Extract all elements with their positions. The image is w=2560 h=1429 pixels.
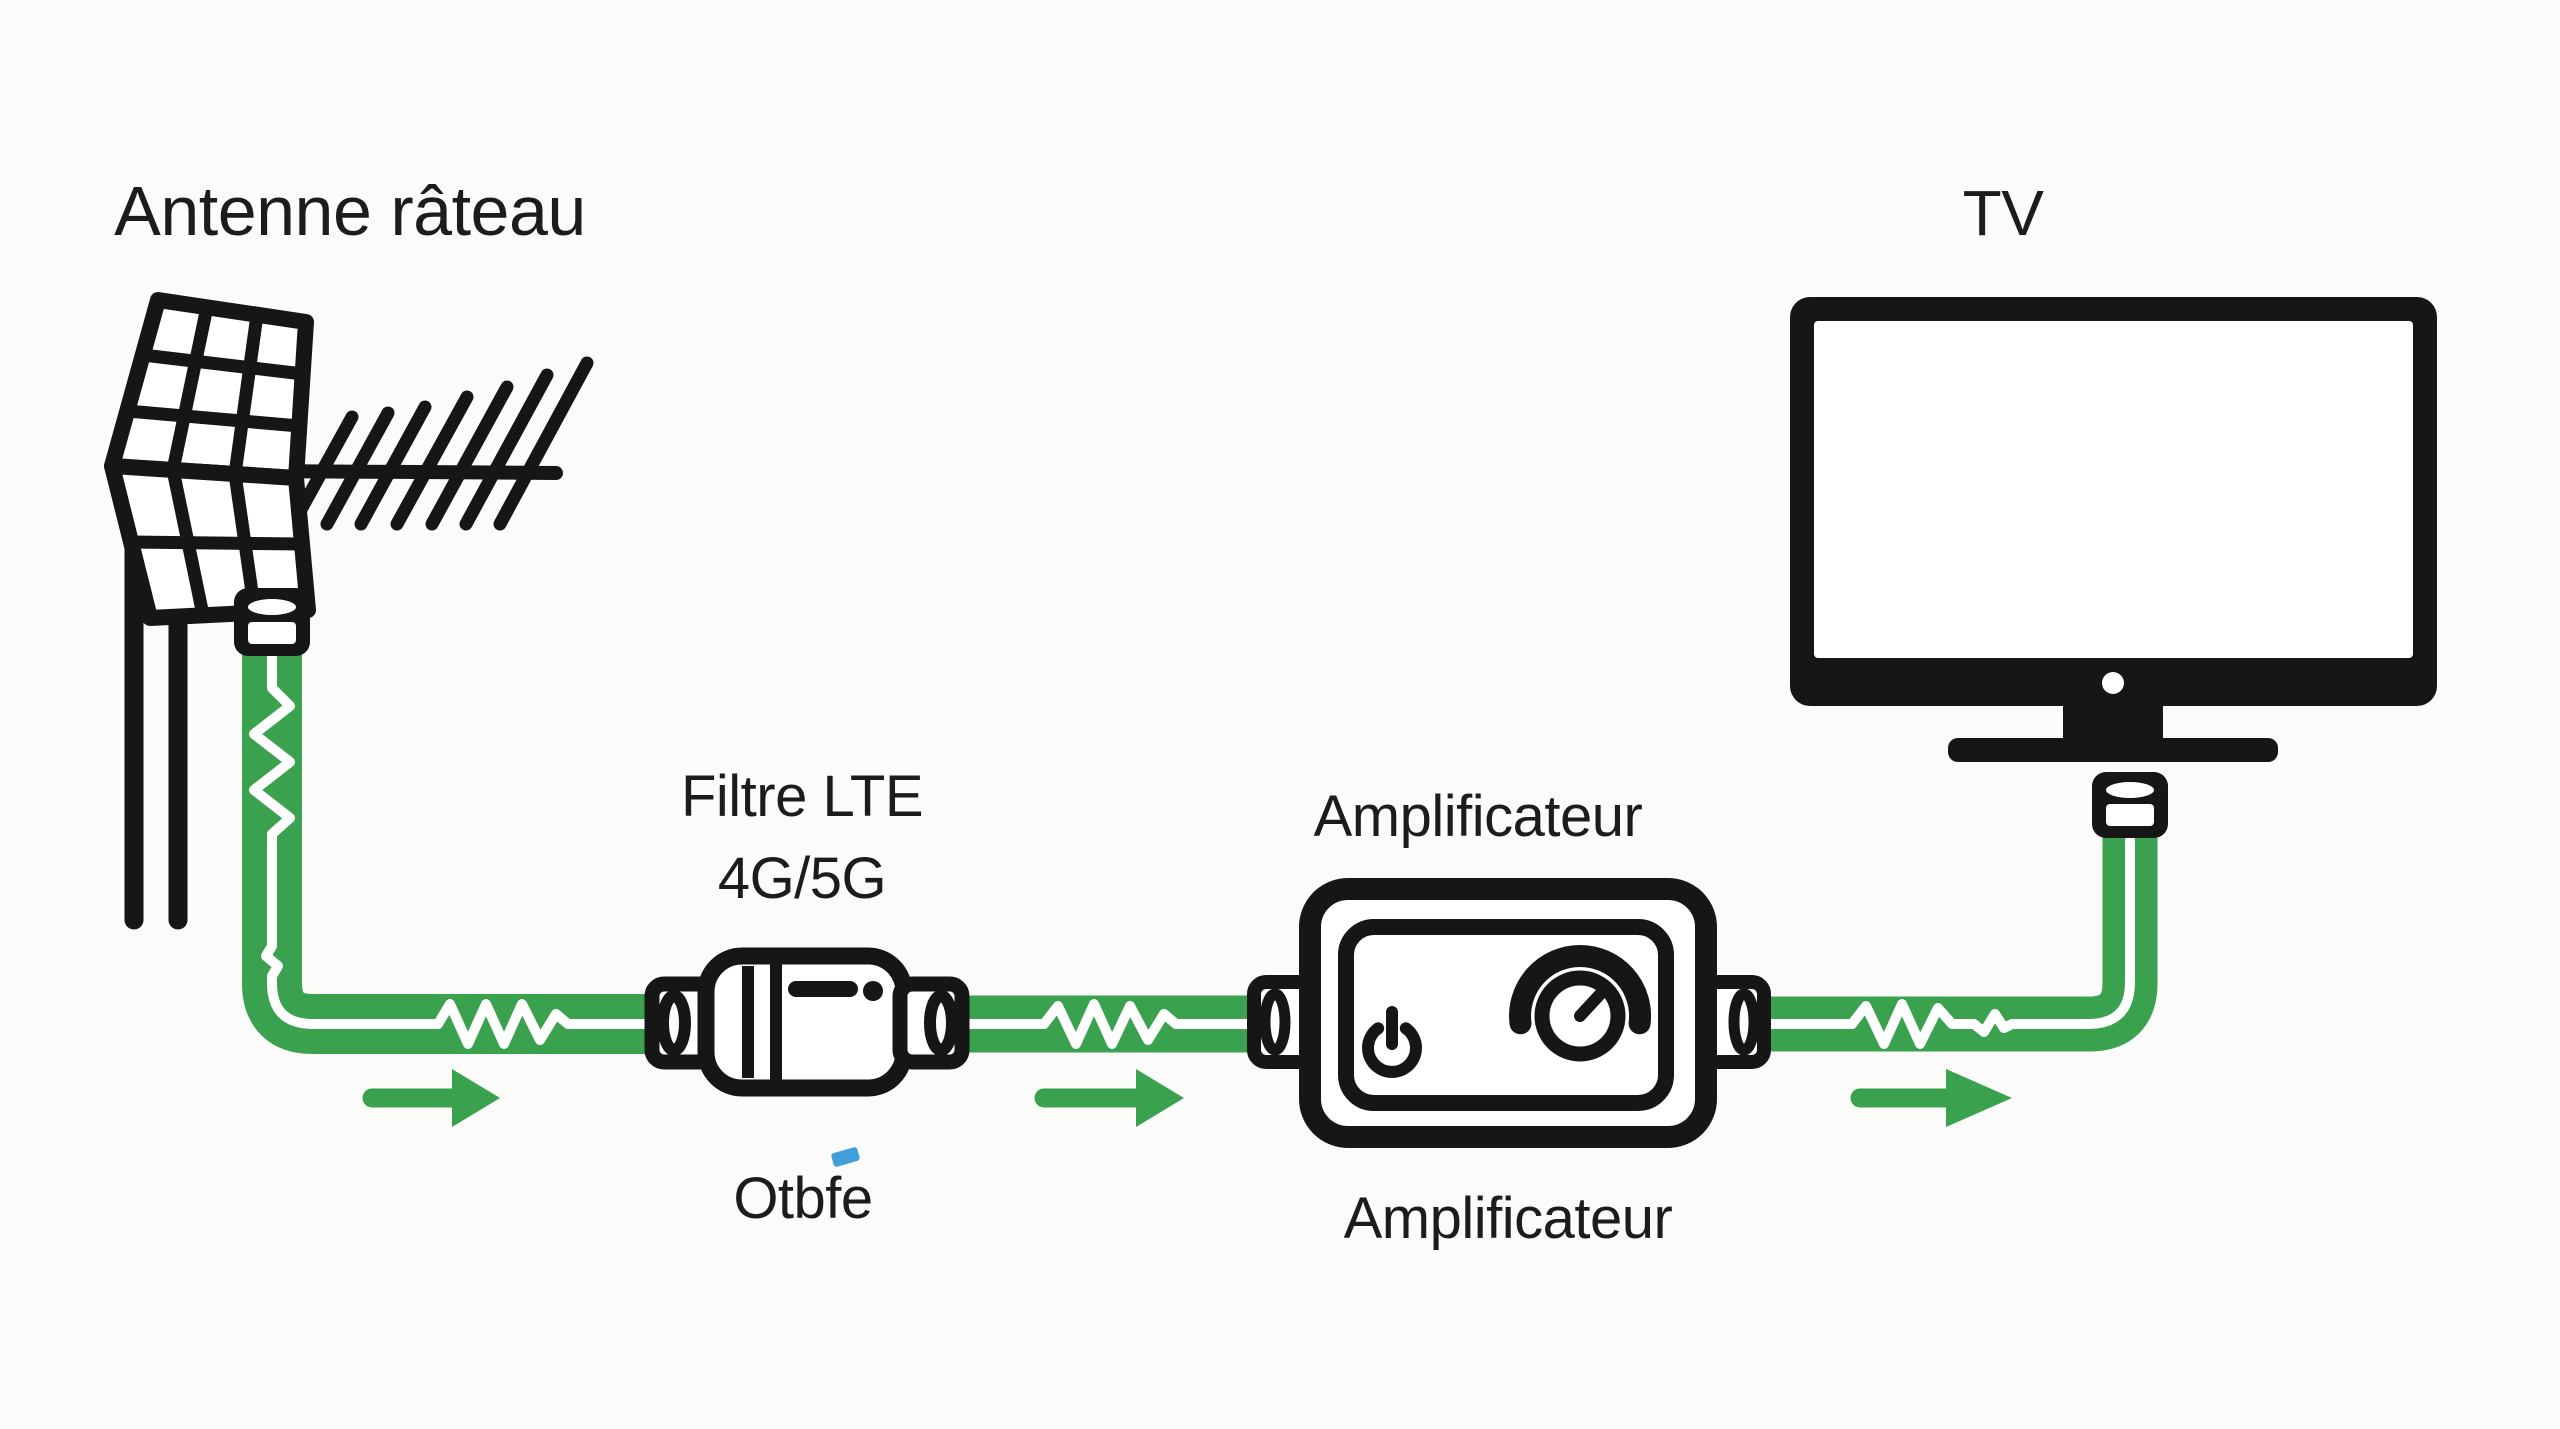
power-icon <box>1362 1006 1422 1078</box>
cable-label: Otbfe <box>733 1166 873 1231</box>
f-connector-icon <box>2092 772 2168 838</box>
signal-flow-arrow <box>362 1069 500 1127</box>
antenna-label: Antenne râteau <box>114 172 586 250</box>
signal-flow-arrow <box>1850 1069 2012 1127</box>
amplifier-label-bottom: Amplificateur <box>1343 1186 1673 1251</box>
coaxial-cable <box>242 650 2158 1054</box>
signal-flow-arrow <box>1034 1069 1184 1127</box>
tv-label: TV <box>1962 177 2044 249</box>
yagi-antenna-icon <box>104 292 594 930</box>
f-connector-icon <box>234 588 310 656</box>
filter-label: Filtre LTE 4G/5G <box>680 764 924 912</box>
amplifier-label-top: Amplificateur <box>1313 784 1643 849</box>
inline-lte-filter-icon <box>644 947 970 1097</box>
cable-stripe <box>249 651 2135 1049</box>
signal-flow-arrows <box>362 1069 2012 1127</box>
gain-knob-icon <box>1509 944 1652 1062</box>
tv-icon <box>1790 297 2437 762</box>
amplifier-box-icon <box>1247 878 1771 1148</box>
